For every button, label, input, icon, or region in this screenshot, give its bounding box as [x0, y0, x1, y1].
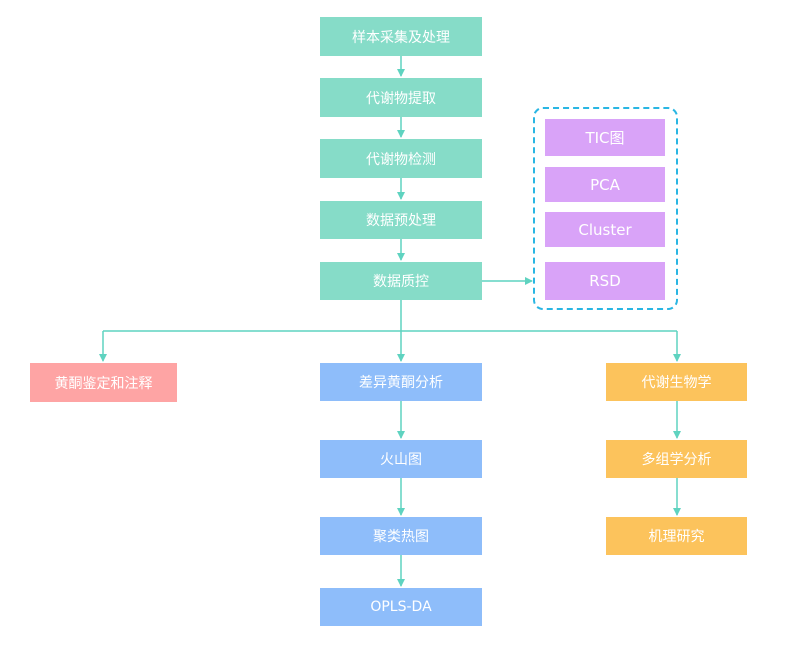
flavonoid-identification: 黄酮鉴定和注释	[30, 363, 177, 402]
qc-item-cluster: Cluster	[545, 212, 665, 247]
step-sample-collection: 样本采集及处理	[320, 17, 482, 56]
qc-item-pca: PCA	[545, 167, 665, 202]
qc-group	[533, 107, 678, 310]
step-data-preprocessing: 数据预处理	[320, 201, 482, 239]
multi-omics-analysis: 多组学分析	[606, 440, 747, 478]
step-metabolite-detection: 代谢物检测	[320, 139, 482, 178]
step-metabolite-extraction: 代谢物提取	[320, 78, 482, 117]
differential-flavonoid-analysis: 差异黄酮分析	[320, 363, 482, 401]
opls-da: OPLS-DA	[320, 588, 482, 626]
step-data-qc: 数据质控	[320, 262, 482, 300]
qc-item-tic: TIC图	[545, 119, 665, 156]
metabolic-biology: 代谢生物学	[606, 363, 747, 401]
cluster-heatmap: 聚类热图	[320, 517, 482, 555]
volcano-plot: 火山图	[320, 440, 482, 478]
mechanism-research: 机理研究	[606, 517, 747, 555]
qc-item-rsd: RSD	[545, 262, 665, 300]
